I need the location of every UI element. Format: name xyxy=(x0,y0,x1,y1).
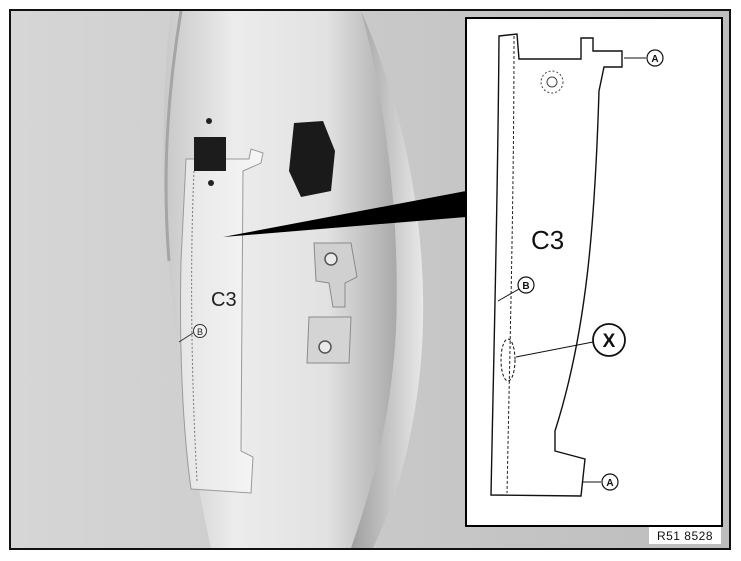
inset-marker-a-top-circle xyxy=(646,49,664,67)
inset-trim-outline xyxy=(490,33,623,497)
pillar-fold-line xyxy=(164,11,183,262)
inset-part-label: C3 xyxy=(531,225,564,255)
photo-clip-square xyxy=(194,137,226,171)
inset-marker-a-bottom-circle xyxy=(601,473,619,491)
inset-marker-a-top: A xyxy=(651,54,658,65)
photo-marker-b-circle xyxy=(193,324,207,338)
photo-hole-bottom xyxy=(208,180,214,186)
inset-marker-x-leader xyxy=(515,341,594,358)
photo-hole-top xyxy=(206,118,212,124)
reference-code: R51 8528 xyxy=(648,527,721,544)
inset-dashed-hole xyxy=(540,70,564,94)
pillar-edge xyxy=(351,11,424,548)
photo-screw-upper xyxy=(324,252,338,266)
inset-marker-x-area xyxy=(500,338,516,382)
inset-marker-a-bottom: A xyxy=(606,478,613,489)
illustration-svg: C3 B C3 A A B X xyxy=(11,11,729,548)
photo-marker-b: B xyxy=(197,327,203,337)
photo-bracket-lower xyxy=(306,316,352,364)
photo-screw-lower xyxy=(318,340,332,354)
inset-hole-center xyxy=(546,76,558,88)
illustration-frame: C3 B C3 A A B X R51 8528 xyxy=(9,9,731,550)
inset-marker-b-leader xyxy=(497,288,520,302)
photo-panel-dashed-edge xyxy=(191,170,198,482)
photo-marker-b-leader xyxy=(178,332,194,343)
photo-dark-cutout xyxy=(289,121,335,197)
callout-wedge xyxy=(223,191,466,237)
inset-marker-x-circle xyxy=(592,323,626,357)
photo-part-label: C3 xyxy=(211,289,237,311)
inset-marker-x: X xyxy=(603,331,616,352)
inset-dashed-edge xyxy=(506,35,515,494)
inset-marker-b-circle xyxy=(517,276,535,294)
inset-panel xyxy=(465,17,723,527)
inset-marker-b: B xyxy=(522,281,529,292)
